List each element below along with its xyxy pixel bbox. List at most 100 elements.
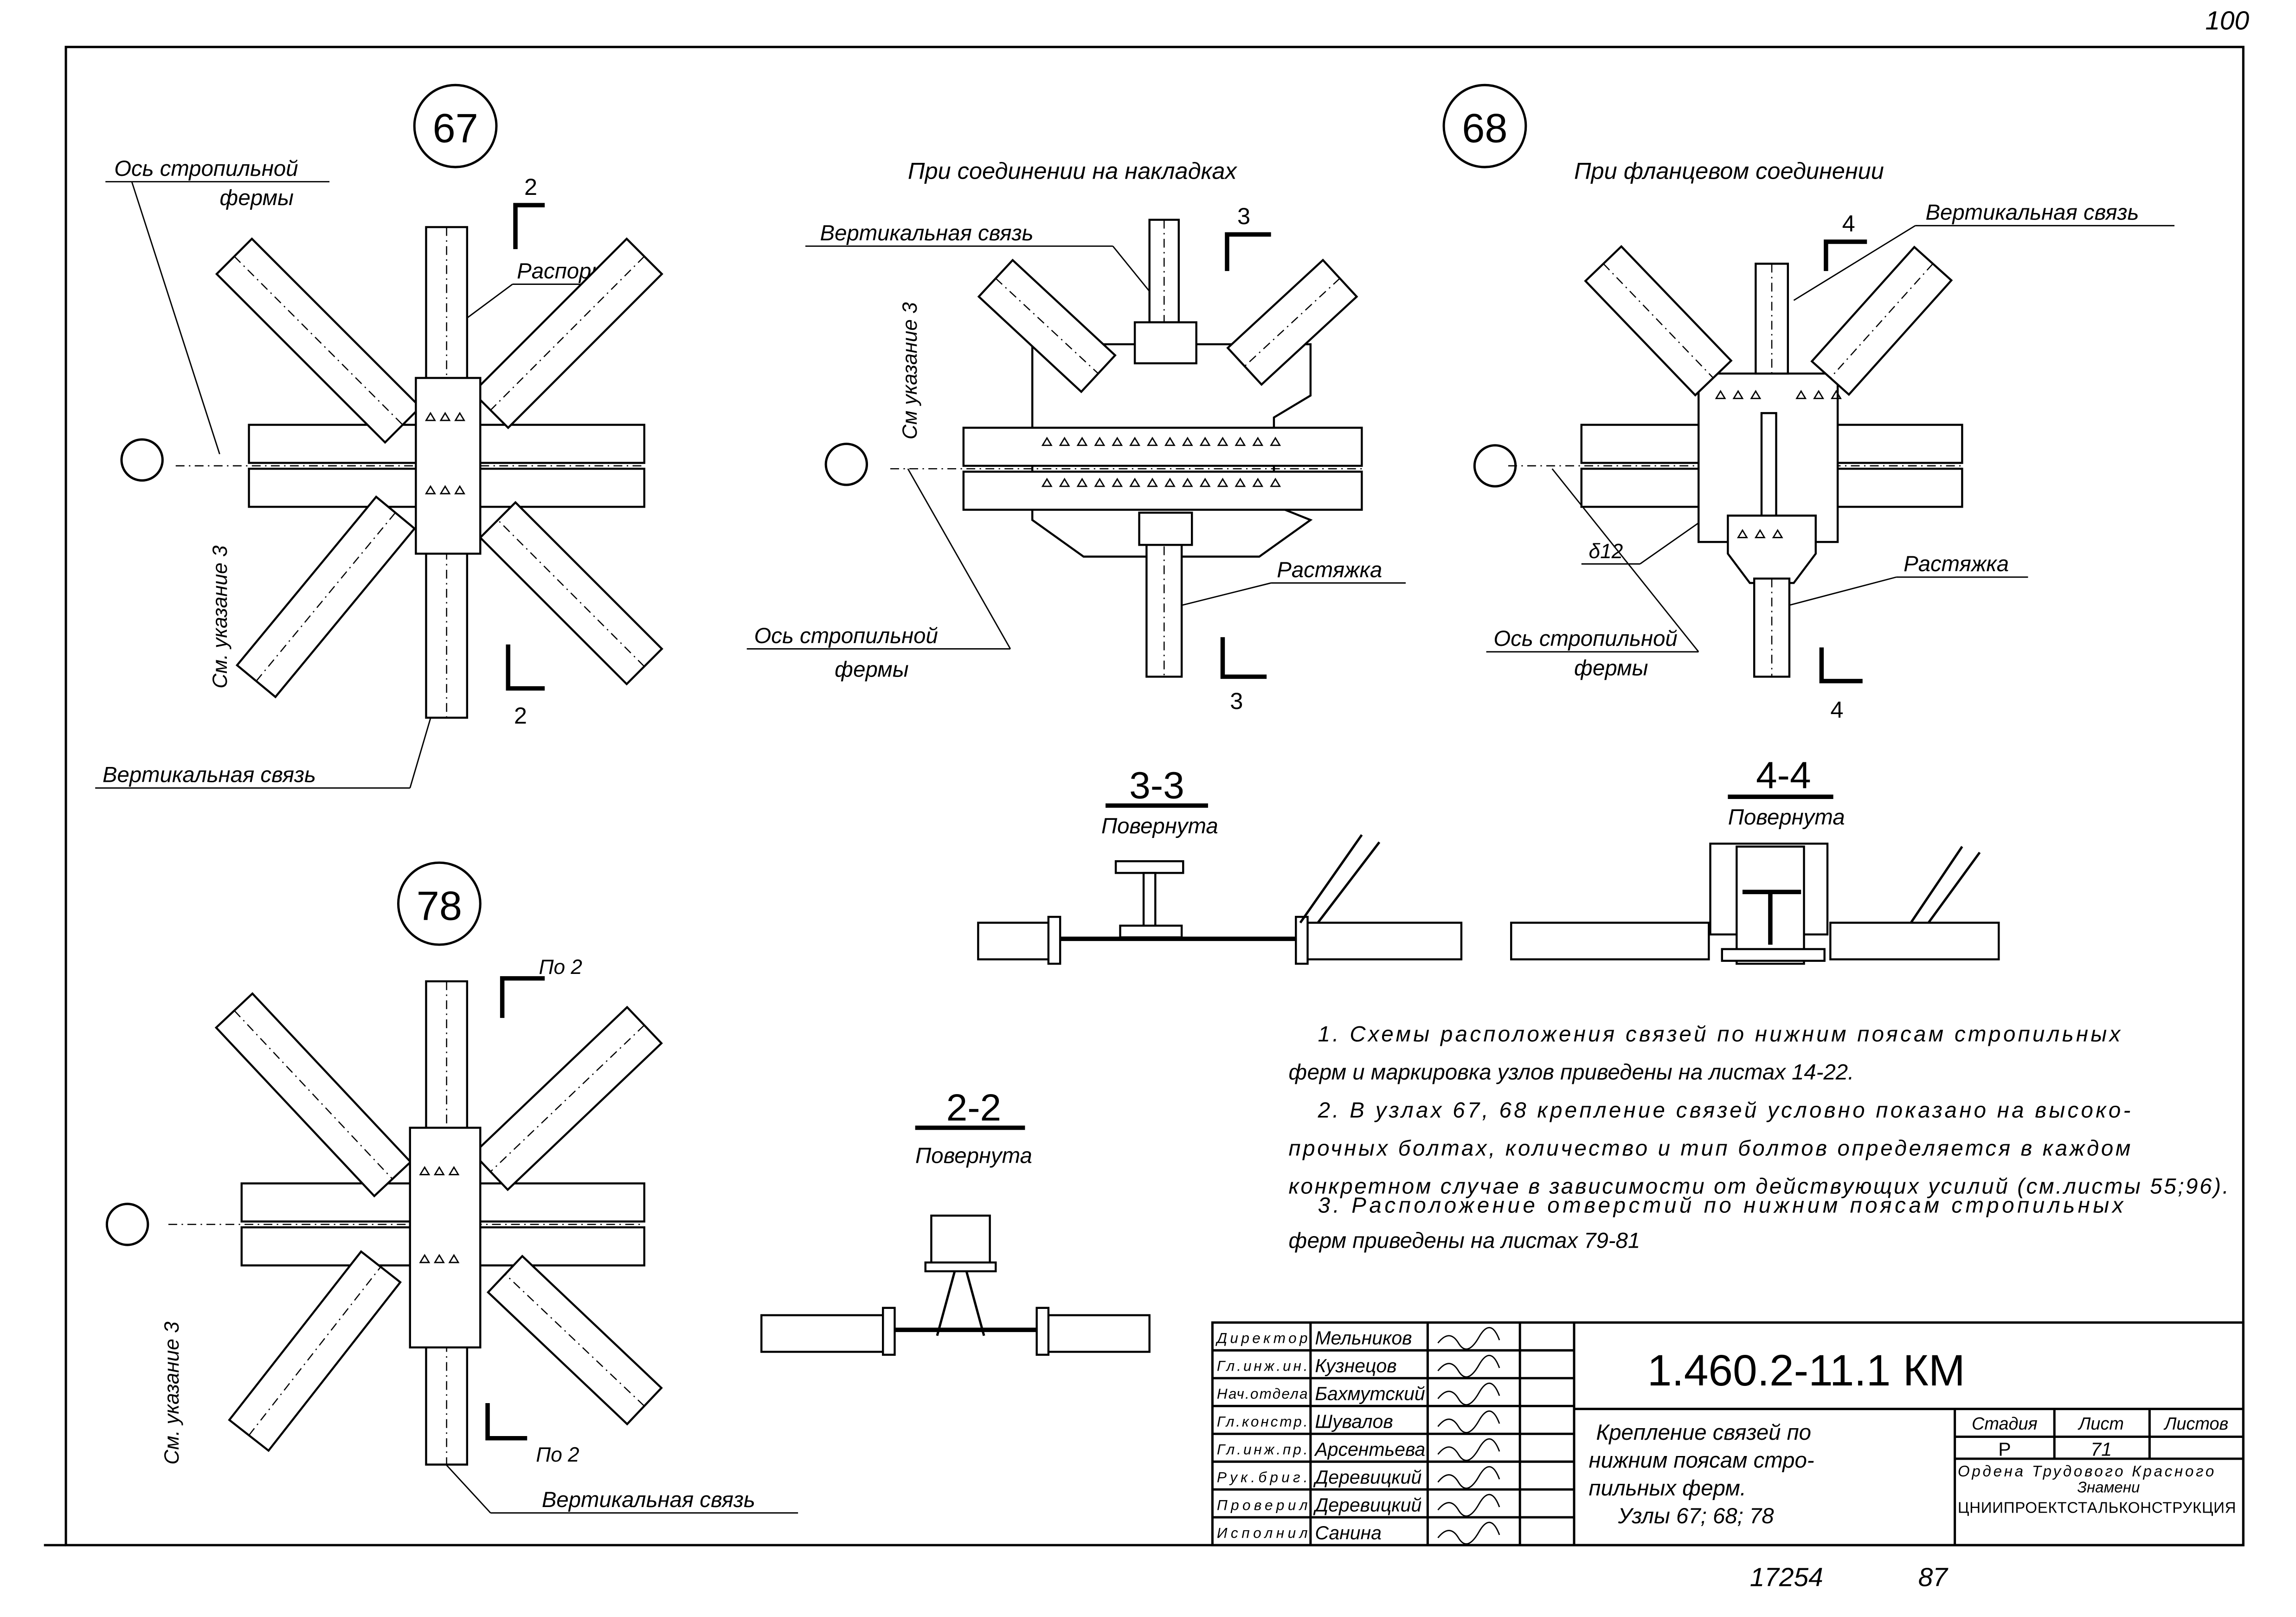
bolt-mark: [1252, 477, 1264, 487]
section-3-3: 3-3 Повернута: [977, 764, 1463, 965]
truss-axis-label: Ось стропильной: [1493, 626, 1677, 651]
truss-axis-label-2: фермы: [1574, 656, 1648, 680]
signature-name: Бахмутский: [1315, 1383, 1425, 1404]
bolt-mark: [1217, 477, 1228, 487]
bolt-mark: [448, 1254, 460, 1263]
bolt-mark: [1182, 437, 1193, 446]
bolt-mark: [1199, 437, 1211, 446]
truss-axis-label-2: фермы: [835, 657, 908, 682]
bolt-mark: [1270, 477, 1281, 487]
section-2-2: 2-2 Повернута: [760, 1087, 1151, 1356]
bolt-mark: [1112, 477, 1123, 487]
handwritten-signature: [1437, 1466, 1500, 1489]
signature-name: Деревицкий: [1313, 1495, 1421, 1516]
brace-member: [472, 1005, 663, 1192]
bolt-mark: [1235, 437, 1246, 446]
bolt-mark: [433, 1254, 445, 1263]
section-3-3-subtitle: Повернута: [1101, 814, 1218, 838]
bottom-chord: [962, 426, 1363, 467]
signature-name: Мельников: [1315, 1327, 1412, 1349]
bolt-mark: [439, 485, 451, 495]
note-2-line-2: прочных болтах, количество и тип болтов …: [1289, 1136, 2131, 1161]
sheet-frame: [64, 45, 2245, 1546]
sheet-header: Лист: [2077, 1414, 2123, 1434]
bolt-mark: [1059, 437, 1070, 446]
brace-member: [228, 1250, 402, 1452]
see-note-3: См. указание 3: [161, 1321, 183, 1465]
bolt-mark: [424, 412, 436, 421]
node-68-marker: [1442, 84, 1527, 168]
section-4-4: 4-4 Повернута: [1510, 754, 2000, 965]
organization-line-2: Знамени: [2077, 1479, 2140, 1496]
section-2-2-subtitle: Повернута: [915, 1143, 1032, 1168]
section-3-3-title: 3-3: [1129, 764, 1184, 806]
splice-caption: При соединении на накладках: [908, 157, 1238, 184]
see-note-3: См указание 3: [899, 302, 921, 439]
handwritten-signature: [1437, 1494, 1500, 1517]
bolt-mark: [1732, 390, 1744, 399]
truss-axis-label-2: фермы: [219, 186, 293, 210]
vertical-brace-label: Вертикальная связь: [820, 221, 1034, 245]
brace-member: [1755, 263, 1789, 375]
bolt-mark: [1112, 437, 1123, 446]
truss-axis-label: Ось стропильной: [754, 624, 938, 648]
title-line-2: нижним поясам стро-: [1589, 1448, 1814, 1473]
section-mark-3-bottom: 3: [1230, 688, 1243, 714]
bolt-mark: [454, 485, 466, 495]
note-2-line-3: конкретном случае в зависимости от дейст…: [1289, 1174, 2229, 1199]
corner-number: 100: [2205, 6, 2249, 35]
flange-caption: При фланцевом соединении: [1574, 157, 1884, 184]
node-78-number: 78: [417, 883, 462, 928]
handwritten-signature: [1437, 1354, 1500, 1378]
vertical-brace-label: Вертикальная связь: [103, 763, 316, 787]
handwritten-signature: [1437, 1410, 1500, 1433]
node-68-drawing: 68 При фланцевом соединении Вертикальная…: [1442, 84, 2175, 723]
bolt-mark: [1199, 477, 1211, 487]
bolt-mark: [1076, 437, 1088, 446]
signature-name: Санина: [1315, 1522, 1382, 1543]
bolt-mark: [1164, 477, 1176, 487]
archive-number: 17254: [1750, 1563, 1823, 1592]
gusset-plate: [1727, 515, 1817, 584]
stage-header: Стадия: [1972, 1414, 2038, 1434]
bolt-mark: [1252, 437, 1264, 446]
signature-name: Арсентьева: [1313, 1439, 1425, 1460]
bolt-mark: [1164, 437, 1176, 446]
bolt-mark: [433, 1166, 445, 1175]
bottom-chord: [962, 470, 1363, 511]
bolt-mark: [1094, 437, 1106, 446]
section-4-4-subtitle: Повернута: [1728, 805, 1845, 830]
bolt-mark: [1129, 477, 1141, 487]
bolt-mark: [1129, 437, 1141, 446]
brace-member: [1753, 577, 1791, 678]
bolt-mark: [1736, 529, 1748, 539]
bolt-mark: [1270, 437, 1281, 446]
page-number: 87: [1918, 1563, 1949, 1592]
bolt-mark: [419, 1166, 431, 1175]
signature-role: Нач.отдела: [1217, 1385, 1308, 1402]
splice-detail-drawing: При соединении на накладках Вертикальная…: [746, 157, 1406, 714]
signature-name: Кузнецов: [1315, 1355, 1396, 1377]
plate-thickness-label: δ12: [1589, 540, 1623, 563]
node-67-drawing: 67 Ось стропильной фермы Распорка 2 2 См…: [95, 84, 663, 789]
note-1-line-2: ферм и маркировка узлов приведены на лис…: [1289, 1060, 1854, 1084]
truss-axis-label: Ось стропильной: [114, 156, 298, 181]
section-mark-2-bottom: По 2: [536, 1443, 579, 1466]
note-3-line-1: 3. Расположение отверстий по нижним пояс…: [1318, 1193, 2124, 1218]
drawing-code: 1.460.2-11.1 КМ: [1647, 1346, 1965, 1395]
title-line-3: пильных ферм.: [1589, 1476, 1746, 1501]
sheet-value: 71: [2090, 1439, 2112, 1460]
bolt-mark: [1235, 477, 1246, 487]
signature-name: Деревицкий: [1313, 1467, 1421, 1488]
sheets-header: Листов: [2163, 1414, 2228, 1434]
tie-label: Растяжка: [1904, 552, 2009, 576]
vertical-brace-label: Вертикальная связь: [1925, 200, 2139, 225]
node-67-number: 67: [432, 105, 478, 151]
bolt-mark: [1772, 529, 1783, 539]
bolt-mark: [1094, 477, 1106, 487]
handwritten-signature: [1437, 1521, 1500, 1545]
bolt-mark: [1182, 477, 1193, 487]
bolt-mark: [439, 412, 451, 421]
title-line-1: Крепление связей по: [1596, 1420, 1811, 1445]
